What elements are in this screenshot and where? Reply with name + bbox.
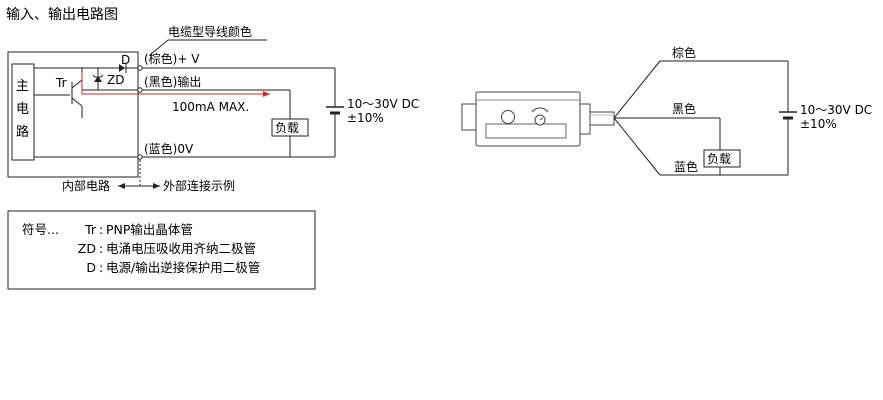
transistor-collector xyxy=(71,97,83,107)
diode-symbol xyxy=(119,64,125,72)
terminal-blue xyxy=(137,154,143,160)
legend-sym-d: D xyxy=(86,260,96,275)
supply-voltage-label: 10～30V DC xyxy=(347,97,419,111)
blue-wire-label: 蓝色 xyxy=(674,160,698,174)
legend-sym-tr: Tr xyxy=(84,222,97,237)
transistor-emitter xyxy=(71,79,83,89)
main-circuit-char-3: 路 xyxy=(16,124,29,140)
cable-color-heading: 电缆型导线颜色 xyxy=(168,24,252,39)
legend-desc-zd: 电涌电压吸收用齐纳二极管 xyxy=(106,241,256,256)
main-circuit-char-2: 电 xyxy=(16,102,29,117)
main-circuit-block xyxy=(11,63,35,161)
internal-circuit-label: 内部电路 xyxy=(62,178,110,193)
zener-symbol xyxy=(94,76,102,82)
diagram-title: 输入、输出电路图 xyxy=(6,7,118,23)
adjuster-pointer xyxy=(539,117,544,121)
black-line-label: (黑色)输出 xyxy=(144,74,201,89)
terminal-black xyxy=(137,87,143,93)
supply-tolerance-label-right: ±10% xyxy=(800,117,837,131)
diode-label: D xyxy=(121,53,130,67)
terminal-brown xyxy=(137,65,143,71)
sensor-illustration xyxy=(461,91,615,147)
max-current-label: 100mA MAX. xyxy=(172,100,249,114)
heading-leader xyxy=(149,39,169,56)
sensor-label-plate xyxy=(485,123,567,139)
sensor-indicator xyxy=(501,110,515,124)
black-wire-label: 黑色 xyxy=(672,102,696,116)
zener-label: ZD xyxy=(107,73,124,87)
output-current-arrow xyxy=(81,72,270,97)
legend-frame xyxy=(7,210,316,290)
legend-desc-tr: PNP输出晶体管 xyxy=(106,222,193,237)
blue-wire-fan xyxy=(613,117,661,176)
load-box-right xyxy=(703,149,741,168)
symbol-legend: 符号... Tr : PNP输出晶体管 ZD : 电涌电压吸收用齐纳二极管 D … xyxy=(7,210,316,290)
legend-desc-d: 电源/输出逆接保护用二极管 xyxy=(106,260,260,275)
legend-prefix: 符号... xyxy=(22,222,59,237)
legend-sym-zd: ZD xyxy=(78,241,96,256)
blue-line-label: (蓝色)0V xyxy=(144,142,194,156)
main-circuit-char-1: 主 xyxy=(16,79,29,94)
external-connection-label: 外部连接示例 xyxy=(163,178,235,193)
io-circuit: 电缆型导线颜色 主 电 路 D Tr ZD xyxy=(7,24,419,193)
brown-line-label: (棕色)+ V xyxy=(144,51,200,66)
load-label-right: 负载 xyxy=(707,152,731,166)
supply-tolerance-label: ±10% xyxy=(347,111,384,125)
brown-wire-label: 棕色 xyxy=(672,45,696,60)
zener-bar xyxy=(92,74,104,78)
brown-wire-fan xyxy=(613,60,661,119)
cable-stub xyxy=(589,111,615,126)
supply-voltage-label-right: 10～30V DC xyxy=(800,103,872,117)
legend-colon-3: : xyxy=(99,260,103,275)
adjuster-arc xyxy=(531,107,549,113)
cable-gland xyxy=(579,103,591,135)
load-label: 负载 xyxy=(275,121,299,135)
legend-colon-1: : xyxy=(99,222,103,237)
legend-colon-2: : xyxy=(99,241,103,256)
wiring-example: 棕色 黑色 蓝色 负载 10～30V DC ±10% xyxy=(461,45,872,176)
transistor-label: Tr xyxy=(55,76,67,90)
internal-circuit-frame xyxy=(7,51,139,178)
